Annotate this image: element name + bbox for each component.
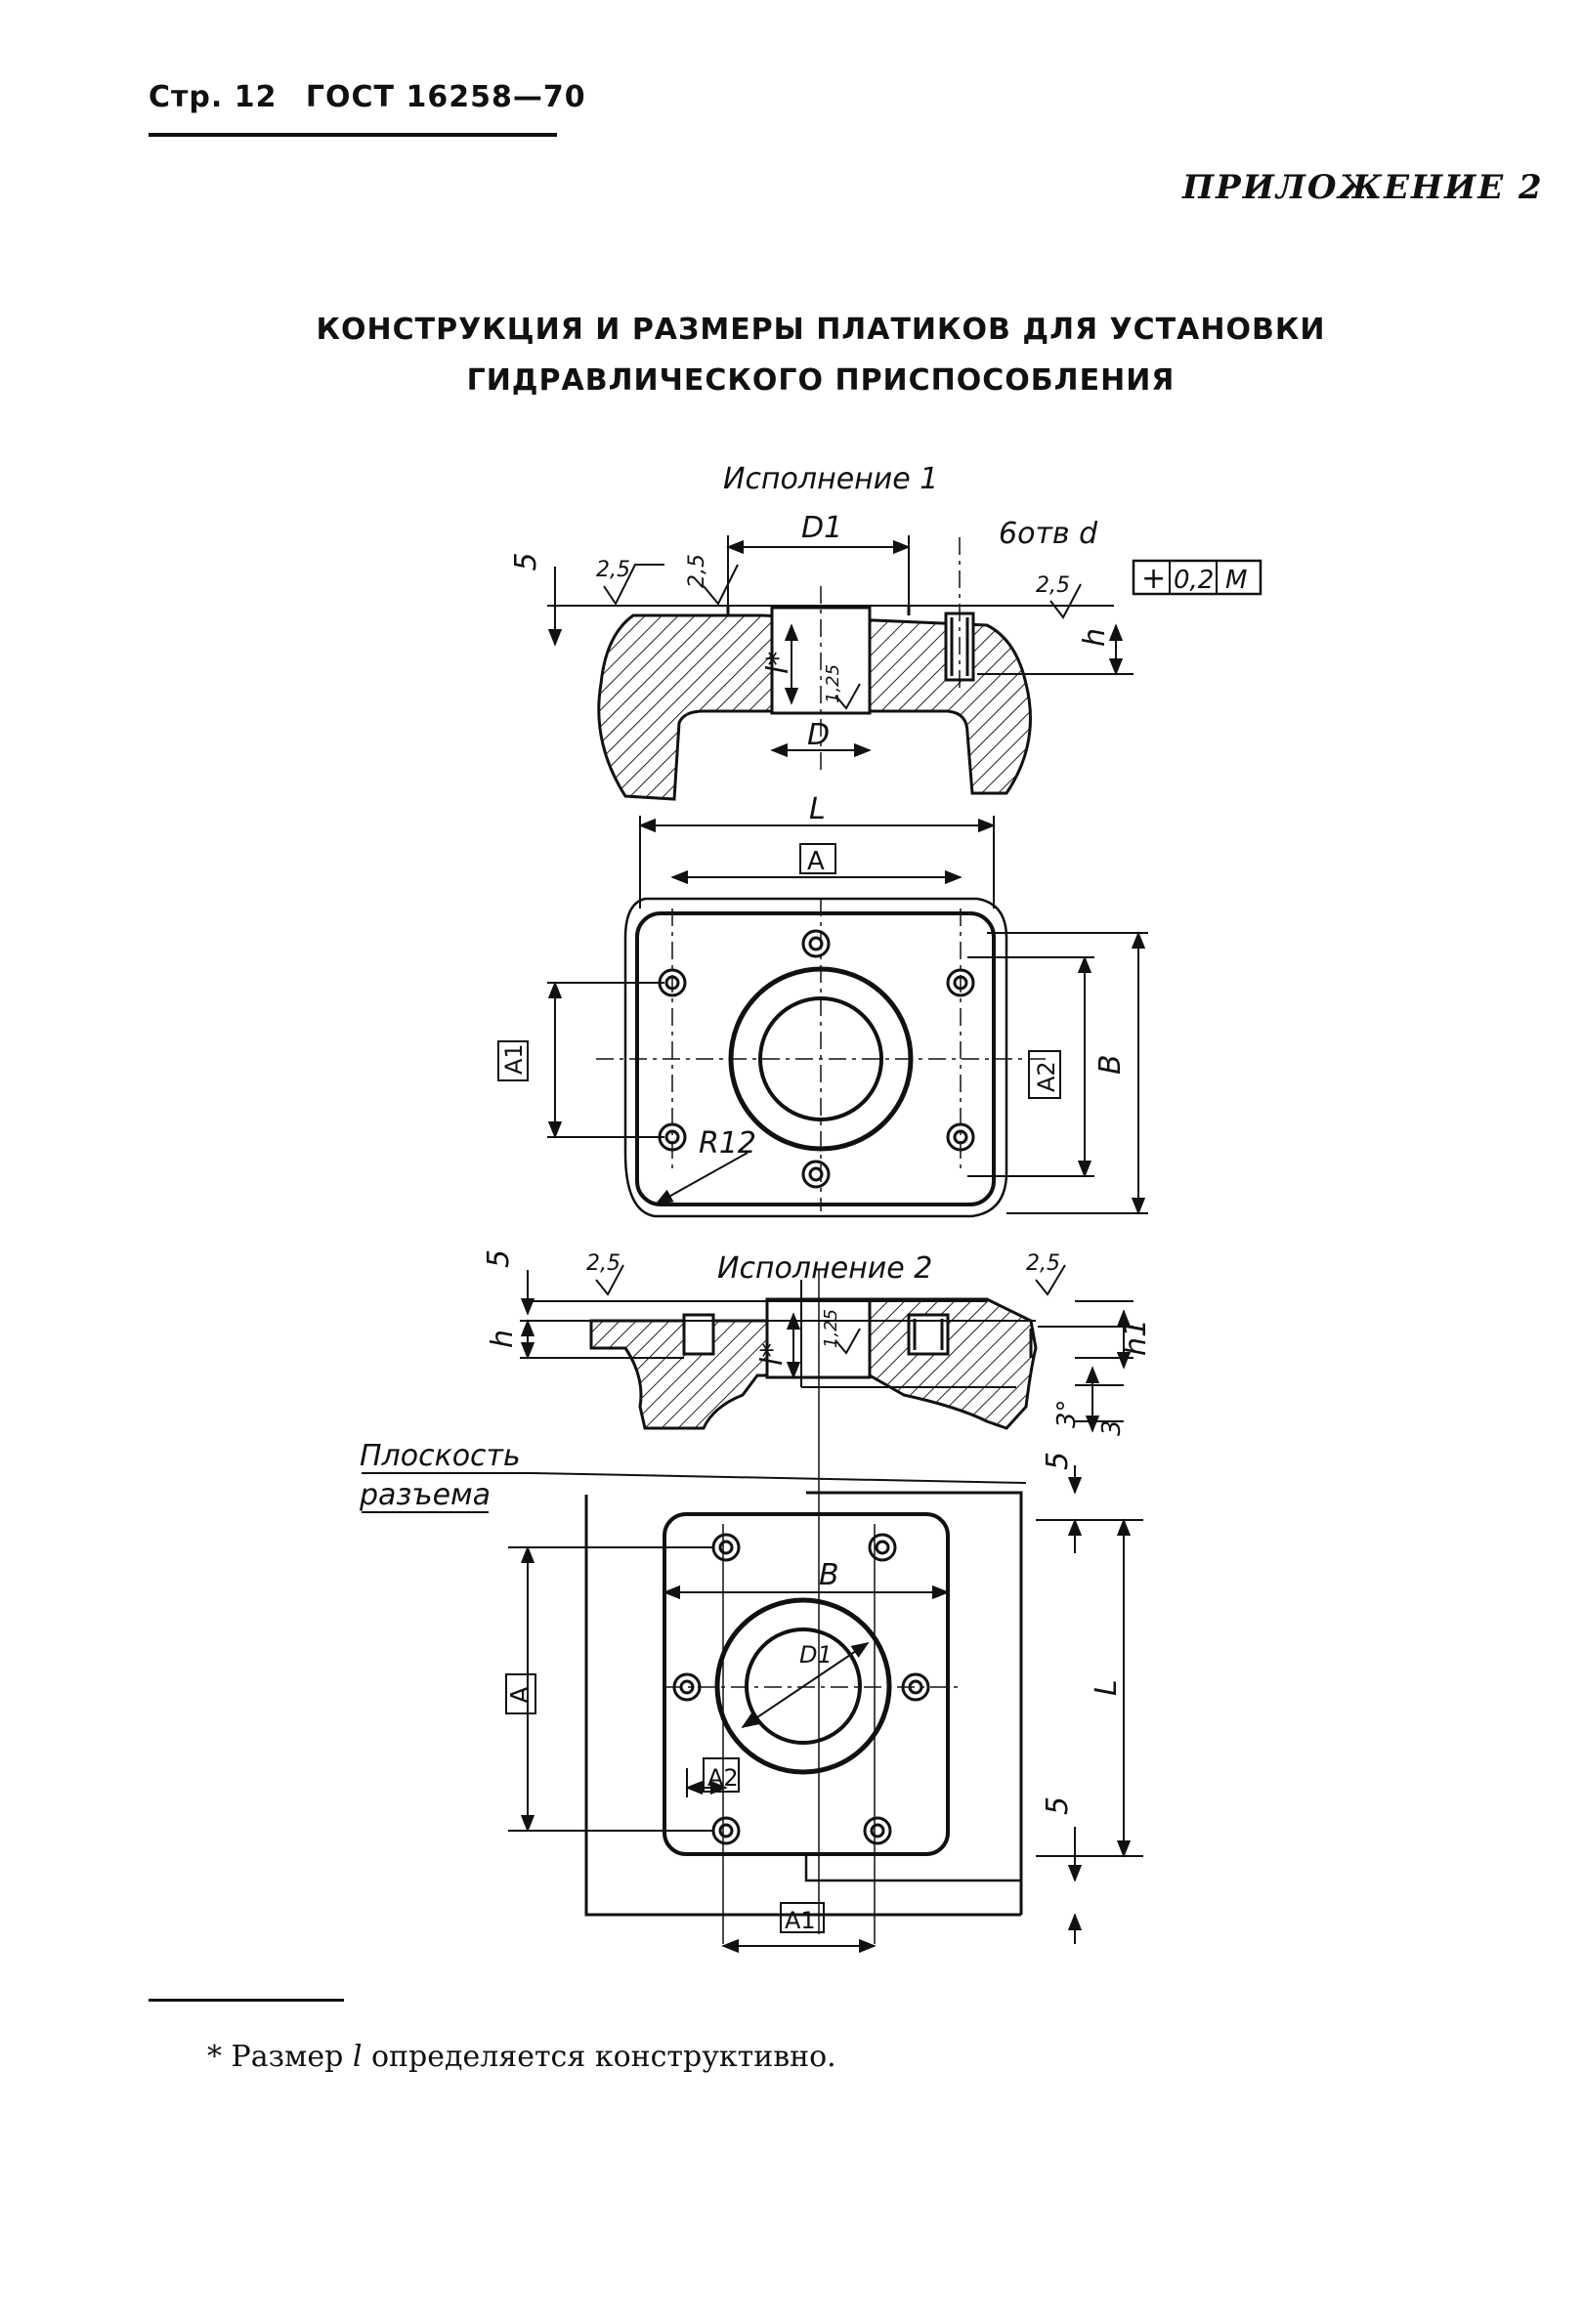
title-line-1: КОНСТРУКЦИЯ И РАЗМЕРЫ ПЛАТИКОВ ДЛЯ УСТАН… xyxy=(316,313,1326,347)
variant2-section xyxy=(589,1297,1038,1430)
variant2-plan xyxy=(584,1491,1023,1944)
v1-dim-L: L xyxy=(809,792,826,826)
appendix-label: ПРИЛОЖЕНИЕ 2 xyxy=(1182,168,1544,207)
v1-dim-B: B xyxy=(1093,1054,1128,1075)
v1-plan-holes xyxy=(658,929,975,1189)
page-number: Стр. 12 xyxy=(149,80,278,114)
v1-roughness-top-left: 2,5 xyxy=(596,558,630,582)
v1-roughness-top-mid: 2,5 xyxy=(685,554,709,588)
header-rule xyxy=(149,133,557,137)
v2-plan-holes xyxy=(672,1533,930,1845)
footnote: * Размер l определяется конструктивно. xyxy=(207,2040,836,2074)
v2-parting-plane-line2: разъема xyxy=(359,1478,491,1512)
v2-dim-h: h xyxy=(486,1330,520,1348)
page-header: Стр. 12 ГОСТ 16258—70 xyxy=(149,80,586,114)
v1-dim-A2: A2 xyxy=(1033,1061,1060,1092)
variant2-caption: Исполнение 2 xyxy=(717,1251,932,1286)
v1-dim-A1: A1 xyxy=(500,1043,528,1075)
document-title: КОНСТРУКЦИЯ И РАЗМЕРЫ ПЛАТИКОВ ДЛЯ УСТАН… xyxy=(293,305,1348,406)
v2-roughness-bore: 1,25 xyxy=(821,1309,841,1348)
v2-dim-L: L xyxy=(1090,1679,1124,1696)
v2-parting-plane-line1: Плоскость xyxy=(360,1439,521,1473)
variant1-plan xyxy=(596,897,1046,1218)
standard-number: ГОСТ 16258—70 xyxy=(305,80,586,114)
footnote-asterisk: * xyxy=(207,2040,222,2074)
v1-roughness-right: 2,5 xyxy=(1036,573,1070,598)
v1-dim-l: l* xyxy=(761,652,795,674)
v1-holes-note: 6отв d xyxy=(999,517,1098,551)
footnote-rule xyxy=(149,1999,344,2002)
v1-tolerance-sign: + xyxy=(1141,562,1166,596)
title-line-2: ГИДРАВЛИЧЕСКОГО ПРИСПОСОБЛЕНИЯ xyxy=(466,363,1176,398)
v2-dim-5-bottom: 5 xyxy=(1041,1796,1075,1815)
v1-roughness-bore: 1,25 xyxy=(823,664,843,703)
v2-dim-l: l* xyxy=(755,1343,790,1366)
v2-dim-A: A xyxy=(506,1686,535,1704)
v2-dim-5: 5 xyxy=(482,1249,516,1268)
v1-dim-D: D xyxy=(807,718,830,752)
variant1-caption: Исполнение 1 xyxy=(723,462,938,496)
footnote-word: Размер xyxy=(231,2040,344,2074)
v1-plan-outline xyxy=(623,897,1008,1218)
v1-tolerance-value: 0,2 xyxy=(1174,566,1214,595)
v1-radius: R12 xyxy=(699,1126,756,1161)
v2-plan-boss xyxy=(714,1597,892,1775)
v2-dim-A1: A1 xyxy=(785,1907,816,1934)
v2-dim-A2: A2 xyxy=(707,1764,739,1792)
footnote-text: определяется конструктивно. xyxy=(370,2040,836,2074)
v2-roughness-left: 2,5 xyxy=(586,1251,620,1276)
v2-dim-3deg: 3° xyxy=(1052,1399,1082,1428)
v2-body xyxy=(589,1319,769,1430)
v2-dim-B: B xyxy=(819,1558,839,1592)
v1-dim-D1: D1 xyxy=(801,511,842,545)
v2-dim-5-top: 5 xyxy=(1041,1452,1075,1470)
v1-dim-5: 5 xyxy=(509,552,543,570)
v1-dim-h: h xyxy=(1078,628,1112,647)
v2-dim-D1: D1 xyxy=(799,1641,833,1669)
v1-dim-A: A xyxy=(807,847,825,876)
v1-tolerance-modifier: M xyxy=(1225,566,1247,595)
v2-body-right xyxy=(868,1297,1038,1430)
v2-plan-platform xyxy=(663,1512,950,1856)
footnote-symbol: l xyxy=(352,2040,363,2074)
v2-dim-h1: h1 xyxy=(1119,1319,1153,1356)
v2-dim-3: 3 xyxy=(1097,1419,1127,1436)
v2-roughness-right: 2,5 xyxy=(1026,1251,1060,1276)
